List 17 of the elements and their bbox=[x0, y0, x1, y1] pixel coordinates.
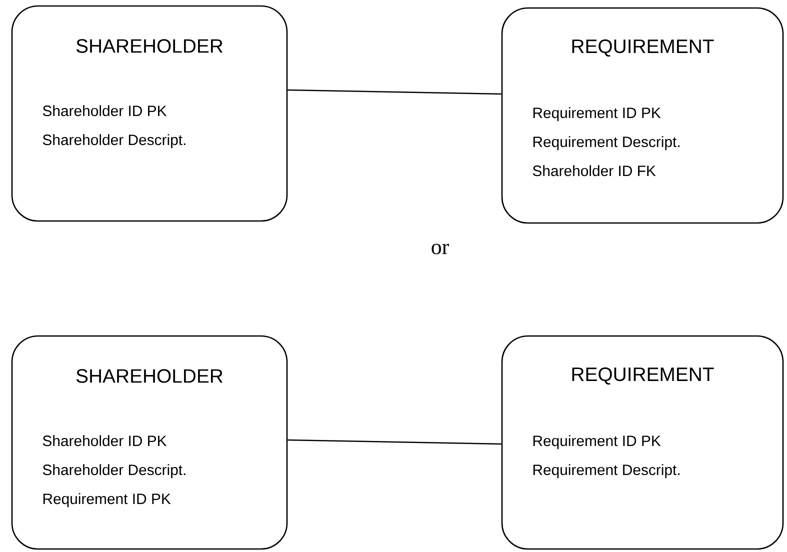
entity-title: REQUIREMENT bbox=[572, 367, 714, 385]
entity-title: SHAREHOLDER bbox=[76, 39, 223, 53]
separator-text: or bbox=[432, 244, 449, 254]
connector-line bbox=[288, 439, 502, 445]
entity-title: SHAREHOLDER bbox=[76, 369, 223, 383]
attribute-text: Requirement ID PK bbox=[533, 435, 661, 450]
attribute-text: Requirement ID PK bbox=[533, 107, 661, 122]
attribute-text: Shareholder ID PK bbox=[42, 435, 167, 446]
attribute-text: Shareholder Descript. bbox=[42, 464, 186, 478]
attribute-text: Requirement ID PK bbox=[43, 493, 171, 508]
connector-line bbox=[288, 89, 502, 95]
attribute-text: Requirement Descript. bbox=[533, 464, 680, 478]
attribute-text: Shareholder ID PK bbox=[42, 105, 167, 116]
attribute-text: Shareholder ID FK bbox=[532, 165, 656, 176]
entity-title: REQUIREMENT bbox=[572, 39, 714, 57]
attribute-text: Requirement Descript. bbox=[533, 136, 680, 150]
attribute-text: Shareholder Descript. bbox=[42, 134, 186, 148]
